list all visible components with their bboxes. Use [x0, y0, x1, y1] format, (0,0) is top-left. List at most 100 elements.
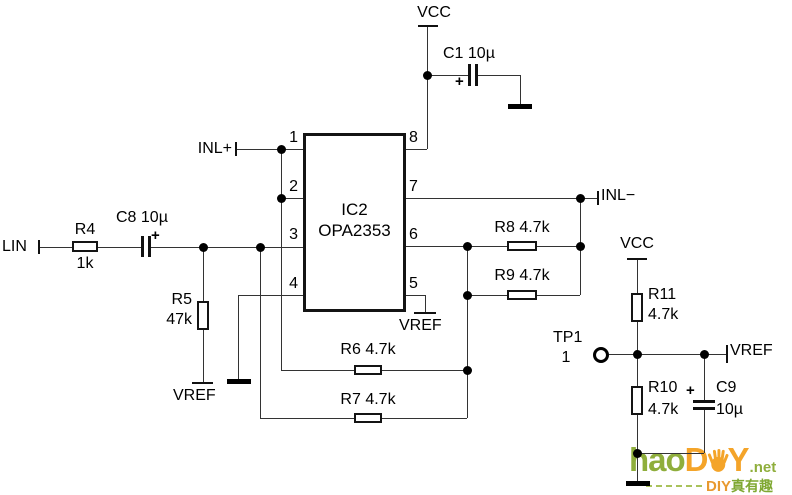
wire	[238, 295, 303, 296]
wire	[425, 295, 426, 313]
junction-dot	[463, 366, 472, 375]
tp1-pin: 1	[561, 349, 571, 366]
capacitor-c1-plate	[468, 64, 471, 86]
terminal-lin	[38, 240, 40, 254]
terminal-inl-plus	[235, 142, 237, 156]
c9-ref: C9	[716, 379, 737, 396]
pin-4: 4	[289, 275, 298, 292]
junction-dot	[277, 145, 286, 154]
ground-icon	[626, 481, 650, 486]
junction-dot	[463, 242, 472, 251]
wire	[238, 295, 239, 381]
junction-dot	[700, 350, 709, 359]
wire	[406, 295, 425, 296]
terminal-inl-minus	[597, 191, 599, 205]
resistor-r10	[631, 386, 643, 415]
capacitor-c8-plate	[141, 236, 144, 257]
pin-7: 7	[409, 178, 418, 195]
watermark-tagline: DIY 真有趣	[646, 476, 776, 495]
c9-polarity: +	[686, 382, 695, 399]
net-vref-right: VREF	[730, 342, 773, 359]
wire	[406, 149, 427, 150]
capacitor-c9-plate	[693, 400, 715, 403]
wire	[704, 354, 705, 400]
cap-c8-label: C8 10µ	[116, 209, 168, 226]
junction-dot	[633, 449, 642, 458]
c8-polarity: +	[151, 227, 160, 244]
r8-label: R8 4.7k	[494, 219, 550, 236]
c1-polarity: +	[455, 73, 464, 90]
capacitor-c8-plate	[148, 236, 151, 257]
junction-dot	[463, 291, 472, 300]
r10-value: 4.7k	[648, 401, 679, 418]
r11-ref: R11	[648, 286, 677, 303]
wire	[203, 330, 204, 383]
net-vcc-top: VCC	[417, 4, 451, 21]
resistor-r5	[197, 301, 209, 330]
resistor-r7	[354, 413, 382, 423]
wire	[637, 453, 704, 454]
wire	[203, 247, 204, 302]
r7-label: R7 4.7k	[340, 391, 396, 408]
wire	[427, 27, 428, 149]
cap-c1-label: C1 10µ	[443, 45, 495, 62]
r10-ref: R10	[648, 379, 678, 396]
r9-label: R9 4.7k	[494, 267, 550, 284]
wire	[260, 247, 261, 418]
ground-icon	[227, 379, 251, 384]
ic-part: OPA2353	[318, 221, 391, 240]
wire	[467, 246, 468, 418]
wire	[406, 198, 598, 199]
wire	[406, 246, 580, 247]
watermark-cn: 真有趣	[731, 478, 774, 495]
net-inl-plus: INL+	[197, 140, 232, 157]
testpoint-circle	[593, 347, 609, 363]
vref-bar-r5	[192, 382, 213, 384]
junction-dot	[576, 242, 585, 251]
watermark-net: .net	[749, 459, 777, 477]
watermark-hao: hao	[629, 441, 686, 478]
resistor-r4	[72, 241, 98, 252]
vref-bar-pin5	[414, 312, 436, 314]
net-vref-r5: VREF	[173, 387, 216, 404]
capacitor-c1-plate	[475, 64, 478, 86]
vcc-top-bar	[418, 25, 438, 27]
ic-body	[303, 133, 406, 312]
pin-6: 6	[409, 226, 418, 243]
wire	[281, 198, 303, 199]
junction-dot	[256, 243, 265, 252]
net-inl-minus: INL−	[601, 187, 636, 204]
junction-dot	[423, 71, 432, 80]
wire	[151, 247, 303, 248]
ic-ref: IC2	[341, 200, 368, 219]
r5-value: 47k	[166, 311, 192, 328]
r4-value: 1k	[76, 255, 94, 272]
watermark-diy: DIY	[706, 477, 732, 495]
watermark-y: Y	[727, 441, 750, 478]
capacitor-c9-plate	[693, 407, 715, 410]
wire	[520, 75, 521, 106]
junction-dot	[277, 194, 286, 203]
resistor-r6	[354, 365, 382, 375]
pin-1: 1	[289, 129, 298, 146]
resistor-r11	[631, 293, 643, 322]
watermark: hao D Y .net DIY 真有趣	[629, 441, 777, 495]
pin-5: 5	[409, 275, 418, 292]
resistor-r8	[507, 241, 537, 251]
resistor-r9	[507, 290, 537, 300]
net-lin: LIN	[2, 238, 27, 255]
r5-ref: R5	[171, 291, 192, 308]
r6-label: R6 4.7k	[340, 341, 396, 358]
terminal-vref-right	[726, 345, 728, 363]
vcc-right-bar	[627, 258, 647, 260]
watermark-d: D	[684, 441, 709, 478]
junction-dot	[576, 194, 585, 203]
r4-ref: R4	[74, 221, 96, 238]
tp1-ref: TP1	[553, 329, 583, 346]
junction-dot	[633, 350, 642, 359]
pin-3: 3	[289, 226, 298, 243]
wire	[237, 149, 303, 150]
wire	[478, 75, 520, 76]
hand-icon	[707, 447, 729, 474]
